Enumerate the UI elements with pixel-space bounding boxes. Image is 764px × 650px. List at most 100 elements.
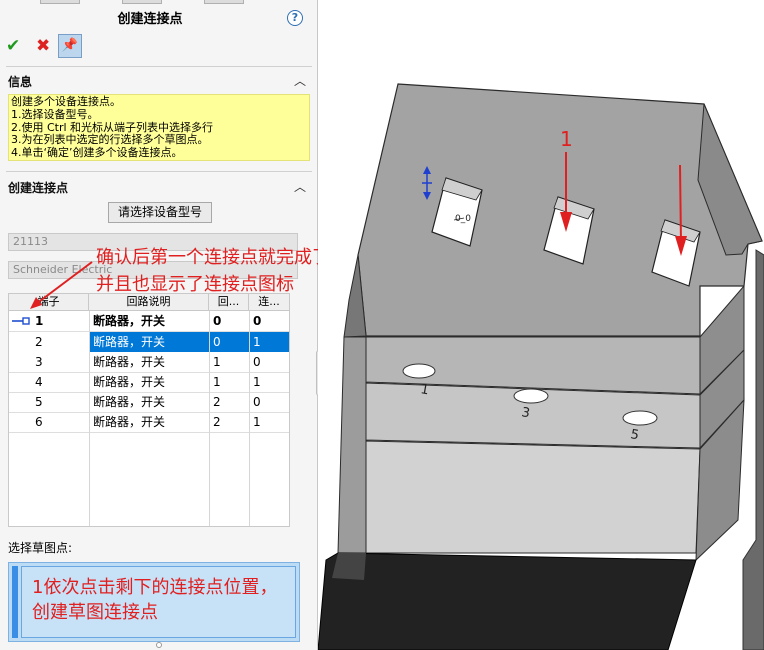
connection-point-icon (12, 317, 30, 325)
selection-box-accent (12, 566, 18, 638)
cell-terminal: 3 (35, 355, 43, 369)
panel-tab[interactable] (122, 0, 162, 4)
column-divider (209, 311, 210, 526)
column-divider (89, 311, 90, 526)
cell-connection: 1 (253, 375, 261, 389)
cell-circuit: 断路器，开关 (93, 314, 166, 328)
cell-loop: 2 (213, 415, 221, 429)
terminal-hole[interactable] (651, 219, 701, 287)
terminal-screw-hole[interactable] (513, 388, 549, 404)
divider (6, 171, 312, 172)
cell-loop: 1 (213, 375, 221, 389)
column-header-loop[interactable]: 回... (209, 294, 249, 310)
terminal-hole[interactable] (431, 177, 483, 247)
annotation-line: 并且也显示了连接点图标 (96, 274, 294, 295)
sketch-annotation: 1依次点击剩下的连接点位置， 创建草图连接点 (32, 575, 277, 625)
cell-circuit: 断路器，开关 (93, 355, 166, 369)
cell-terminal: 2 (9, 332, 89, 352)
annotation-line: 创建草图连接点 (32, 602, 158, 623)
cell-connection: 1 (253, 415, 261, 429)
panel-title: 创建连接点 (117, 12, 183, 27)
model-number-field: 21113 (8, 233, 298, 251)
cell-connection: 1 (253, 335, 261, 349)
cell-terminal: 6 (35, 415, 43, 429)
info-section-title[interactable]: 信息 (8, 75, 33, 89)
pushpin-icon[interactable]: 📌 (58, 34, 82, 58)
terminal-hole[interactable] (543, 196, 595, 265)
info-line: 4.单击‘确定’创建多个设备连接点。 (11, 146, 183, 160)
row-divider (9, 412, 289, 413)
sketch-point-label: 0_0 (455, 214, 471, 224)
model-base-edge (332, 553, 366, 580)
panel-tabs (0, 0, 318, 4)
cell-connection: 0 (253, 355, 261, 369)
panel-tab[interactable] (204, 0, 244, 4)
cell-loop: 2 (213, 395, 221, 409)
annotation-arrow (560, 152, 572, 232)
column-header-circuit[interactable]: 回路说明 (89, 294, 209, 310)
table-row[interactable]: 5 断路器，开关 2 0 (9, 392, 289, 412)
chevron-up-icon[interactable]: ︿ (294, 180, 307, 194)
model-edge-face (742, 249, 764, 650)
annotation-line: 1依次点击剩下的连接点位置， (32, 577, 278, 598)
connection-point-marker[interactable] (422, 166, 432, 200)
model-base (318, 552, 697, 650)
sketch-point-label: 选择草图点: (8, 541, 73, 555)
model-side-face (697, 103, 763, 256)
row-divider (9, 372, 289, 373)
table-row[interactable]: 3 断路器，开关 1 0 (9, 352, 289, 372)
cell-loop: 0 (213, 314, 222, 328)
model-side-face (337, 336, 367, 554)
annotation-arrow (675, 164, 687, 256)
device-3d-model[interactable]: 0_0 1 1 3 5 (318, 0, 764, 650)
sketch-point-selection-box[interactable] (8, 562, 300, 642)
annotation-line: 确认后第一个连接点就完成了， (96, 247, 348, 268)
model-lower-face (365, 440, 701, 554)
slot-number-label: 1 (560, 127, 573, 151)
cell-circuit: 断路器，开关 (93, 415, 166, 429)
annotation-arrow (30, 261, 93, 309)
cell-terminal: 5 (35, 395, 43, 409)
terminal-screw-hole[interactable] (402, 363, 436, 379)
table-row[interactable]: 6 断路器，开关 2 1 (9, 412, 289, 432)
info-line: 1.选择设备型号。 (11, 107, 99, 121)
cell-circuit: 断路器，开关 (93, 375, 166, 389)
cell-terminal: 4 (35, 375, 43, 389)
cell-connection: 0 (253, 395, 261, 409)
help-icon[interactable]: ? (287, 10, 303, 26)
row-divider (9, 392, 289, 393)
terminal-number-label: 5 (629, 427, 640, 443)
model-side-face (695, 398, 745, 562)
row-divider (9, 331, 289, 332)
table-row[interactable]: 1 断路器，开关 0 0 (9, 311, 289, 331)
column-header-connection[interactable]: 连... (258, 295, 280, 308)
info-line: 3.为在列表中选定的行选择多个草图点。 (11, 133, 209, 147)
terminal-screw-hole[interactable] (622, 410, 658, 426)
select-device-model-button[interactable]: 请选择设备型号 (108, 202, 212, 223)
panel-resize-handle[interactable] (156, 642, 162, 648)
property-manager-panel: 创建连接点 ? ✔ ✖ 📌 信息 ︿ 创建多个设备连接点。 1.选择设备型号。 … (0, 0, 318, 650)
info-line: 2.使用 Ctrl 和光标从端子列表中选择多行 (11, 120, 214, 134)
sketch-point-icon (453, 217, 465, 221)
cell-circuit: 断路器，开关 (93, 395, 166, 409)
graphics-viewport[interactable]: 0_0 1 1 3 5 (318, 0, 764, 650)
cell-connection: 0 (253, 314, 262, 328)
close-icon[interactable]: ✖ (36, 36, 51, 56)
table-row[interactable]: 4 断路器，开关 1 1 (9, 372, 289, 392)
main-annotation: 确认后第一个连接点就完成了， 并且也显示了连接点图标 (96, 244, 348, 298)
terminal-table: 端子 回路说明 回... 连... 1 断路器，开关 0 0 2 断路器，开关 … (8, 293, 290, 527)
cell-circuit: 断路器，开关 (93, 335, 166, 349)
table-header: 端子 回路说明 回... 连... (9, 294, 289, 311)
selection-box-list[interactable] (21, 566, 296, 638)
chevron-up-icon[interactable]: ︿ (294, 74, 307, 88)
info-message-box: 创建多个设备连接点。 1.选择设备型号。 2.使用 Ctrl 和光标从端子列表中… (8, 94, 310, 161)
connection-section-title[interactable]: 创建连接点 (8, 181, 69, 195)
check-icon[interactable]: ✔ (6, 36, 21, 56)
terminal-number-label: 3 (520, 405, 531, 421)
column-divider (249, 311, 250, 526)
table-row-selected[interactable]: 2 断路器，开关 0 1 (9, 332, 289, 352)
info-line: 创建多个设备连接点。 (11, 95, 121, 108)
cell-terminal: 1 (35, 314, 44, 328)
panel-tab[interactable] (40, 0, 80, 4)
divider (6, 66, 312, 67)
